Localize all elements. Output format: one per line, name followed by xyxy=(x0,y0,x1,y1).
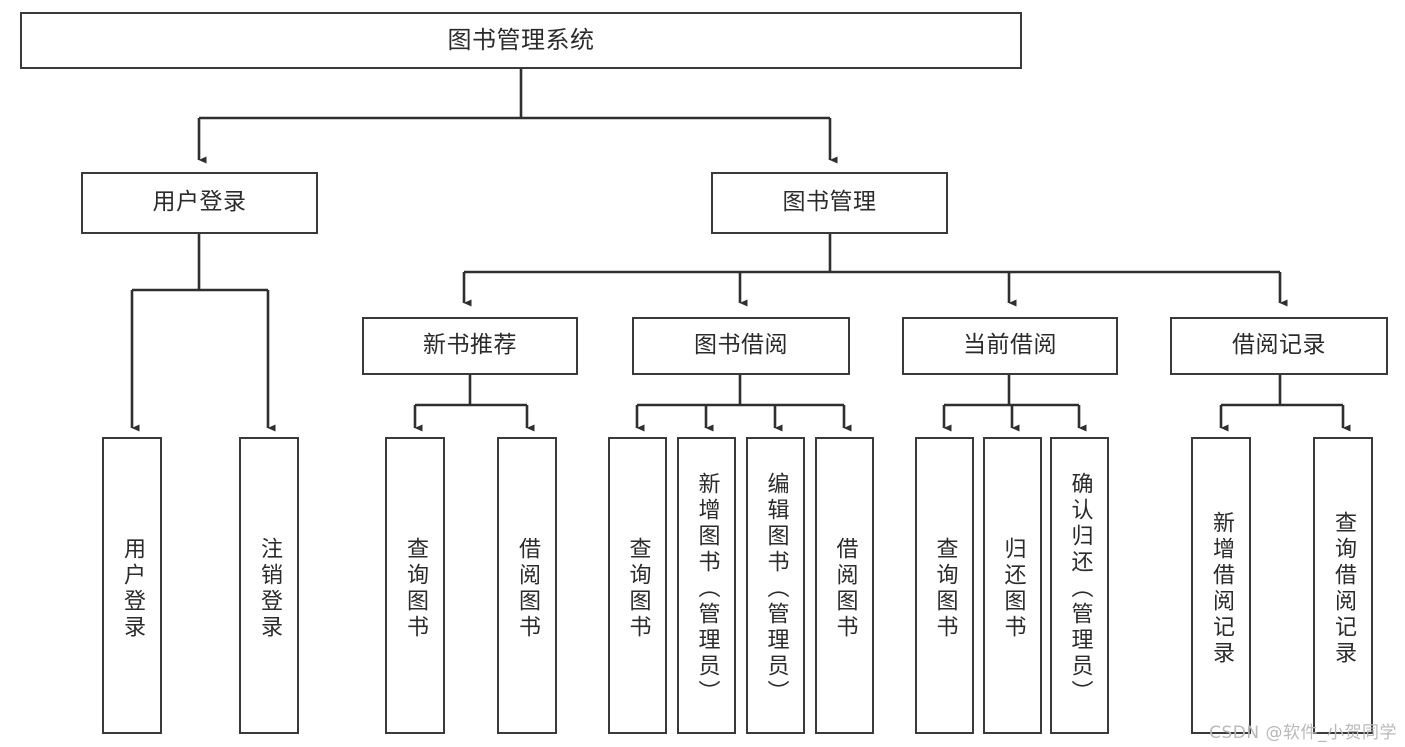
leaf-book-borrow-add-book-admin[interactable]: 新增图书（管理员） xyxy=(677,437,736,734)
leaf-borrow-record-query-record[interactable]: 查询借阅记录 xyxy=(1313,437,1373,734)
leaf-current-borrow-return-book[interactable]: 归还图书 xyxy=(983,437,1042,734)
node-label: 图书管理 xyxy=(782,189,877,216)
leaf-user-login-signin[interactable]: 用户登录 xyxy=(102,437,162,734)
node-label: 新增借阅记录 xyxy=(1209,510,1234,667)
node-label: 查询图书 xyxy=(403,536,428,641)
node-current-borrow[interactable]: 当前借阅 xyxy=(902,317,1118,375)
node-label: 新书推荐 xyxy=(423,332,517,359)
node-label: 借阅图书 xyxy=(515,536,540,641)
leaf-user-login-logout[interactable]: 注销登录 xyxy=(239,437,299,734)
node-label: 用户登录 xyxy=(120,536,145,641)
node-label: 新增图书（管理员） xyxy=(694,471,720,706)
leaf-current-borrow-query-book[interactable]: 查询图书 xyxy=(915,437,974,734)
node-root-book-management-system[interactable]: 图书管理系统 xyxy=(20,12,1022,69)
node-book-management[interactable]: 图书管理 xyxy=(711,172,948,234)
node-label: 确认归还（管理员） xyxy=(1067,471,1093,706)
node-label: 查询图书 xyxy=(625,536,651,641)
watermark-text: CSDN @软件_小贺同学 xyxy=(1209,723,1397,743)
leaf-current-borrow-confirm-return-admin[interactable]: 确认归还（管理员） xyxy=(1050,437,1109,734)
leaf-new-book-query-book[interactable]: 查询图书 xyxy=(385,437,445,734)
leaf-book-borrow-query-book[interactable]: 查询图书 xyxy=(608,437,667,734)
node-label: 查询借阅记录 xyxy=(1331,510,1356,667)
node-label: 图书管理系统 xyxy=(447,26,595,55)
leaf-borrow-record-add-record[interactable]: 新增借阅记录 xyxy=(1191,437,1251,734)
node-label: 编辑图书（管理员） xyxy=(763,471,789,706)
node-label: 注销登录 xyxy=(257,536,282,641)
node-label: 用户登录 xyxy=(152,189,247,216)
node-user-login[interactable]: 用户登录 xyxy=(81,172,318,234)
node-borrow-record[interactable]: 借阅记录 xyxy=(1170,317,1388,375)
node-label: 当前借阅 xyxy=(963,332,1057,359)
node-label: 借阅记录 xyxy=(1232,332,1326,359)
node-book-borrow[interactable]: 图书借阅 xyxy=(632,317,850,375)
leaf-book-borrow-edit-book-admin[interactable]: 编辑图书（管理员） xyxy=(746,437,805,734)
leaf-book-borrow-borrow-book[interactable]: 借阅图书 xyxy=(815,437,874,734)
node-label: 归还图书 xyxy=(1000,536,1026,641)
leaf-new-book-borrow-book[interactable]: 借阅图书 xyxy=(497,437,557,734)
node-label: 查询图书 xyxy=(932,536,958,641)
node-new-book-recommend[interactable]: 新书推荐 xyxy=(362,317,578,375)
node-label: 图书借阅 xyxy=(694,332,788,359)
node-label: 借阅图书 xyxy=(832,536,858,641)
